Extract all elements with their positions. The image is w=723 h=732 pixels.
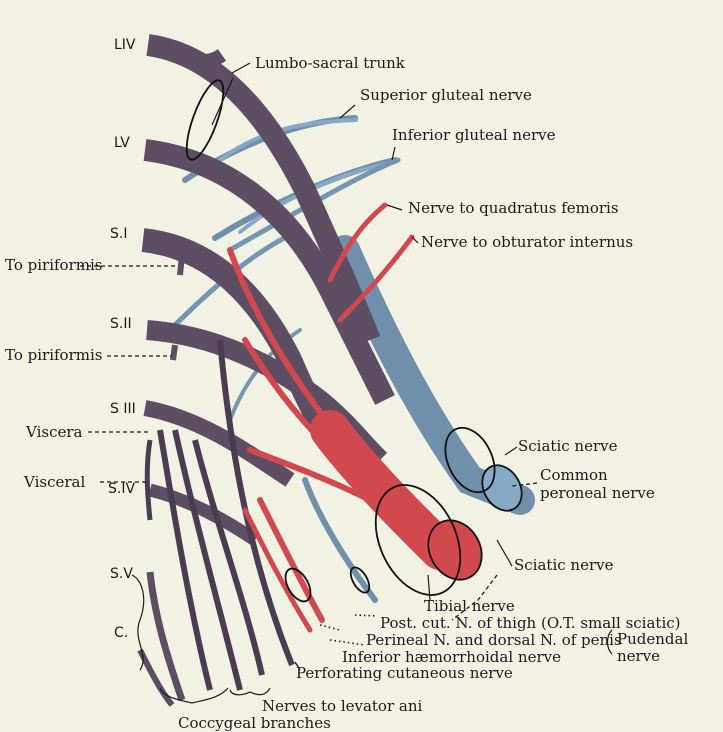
label-quadratus-femoris: Nerve to quadratus femoris bbox=[408, 199, 619, 217]
label-common-peroneal-1: Common bbox=[540, 466, 608, 484]
red-branch-perineal bbox=[245, 510, 310, 630]
nerve-trunks bbox=[140, 45, 385, 705]
label-viscera: Viscera bbox=[25, 423, 83, 441]
root-l4-label: LIV bbox=[114, 37, 136, 53]
brace-levator bbox=[230, 688, 270, 695]
label-perforating-cutaneous: Perforating cutaneous nerve bbox=[296, 664, 513, 682]
label-pudendal-1: Pudendal bbox=[617, 630, 688, 648]
root-c-label: C. bbox=[114, 625, 128, 641]
l4-stub bbox=[175, 55, 222, 61]
label-superior-gluteal: Superior gluteal nerve bbox=[360, 86, 532, 104]
label-pudendal-2: nerve bbox=[617, 647, 660, 665]
lumbosacral-ring bbox=[179, 76, 230, 163]
viscera-branch bbox=[147, 440, 150, 520]
label-visceral: Visceral bbox=[23, 473, 85, 491]
root-labels: LIV LV S.I S.II S III S.IV S.V C. bbox=[108, 37, 136, 641]
label-levator-ani: Nerves to levator ani bbox=[262, 697, 423, 715]
label-common-peroneal-2: peroneal nerve bbox=[540, 484, 655, 502]
root-s4-label: S.IV bbox=[108, 481, 135, 497]
label-coccygeal: Coccygeal branches bbox=[178, 714, 331, 732]
root-s2-label: S.II bbox=[110, 316, 132, 332]
label-perineal: Perineal N. and dorsal N. of penis bbox=[366, 631, 622, 649]
label-to-piriformis-1: To piriformis bbox=[5, 256, 102, 274]
label-inferior-gluteal: Inferior gluteal nerve bbox=[392, 126, 556, 144]
callout-labels: Lumbo-sacral trunk Superior gluteal nerv… bbox=[5, 54, 688, 732]
label-to-piriformis-2: To piriformis bbox=[5, 346, 102, 364]
piriformis-stub-2 bbox=[173, 345, 175, 360]
label-sciatic-upper: Sciatic nerve bbox=[518, 437, 618, 455]
label-sciatic-lower: Sciatic nerve bbox=[514, 556, 614, 574]
root-l5-label: LV bbox=[114, 135, 130, 151]
label-obturator-internus: Nerve to obturator internus bbox=[421, 233, 633, 251]
root-s1-label: S.I bbox=[110, 226, 127, 242]
root-s3-label: S III bbox=[110, 401, 136, 417]
piriformis-stub-1 bbox=[180, 255, 182, 275]
label-tibial: Tibial nerve bbox=[424, 597, 515, 615]
label-lumbosacral-trunk: Lumbo-sacral trunk bbox=[255, 54, 406, 72]
root-s5-label: S.V bbox=[110, 566, 133, 582]
